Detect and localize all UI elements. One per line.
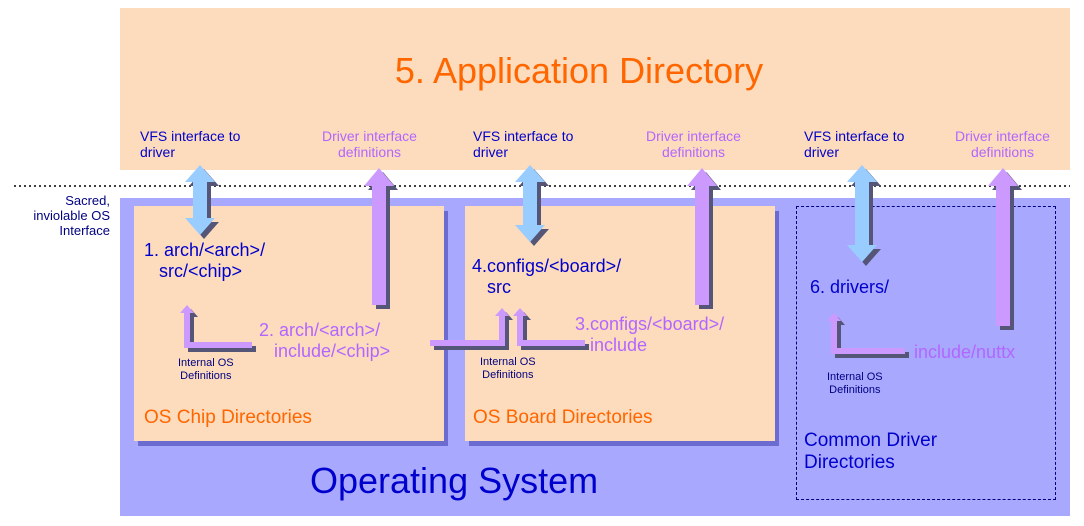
chip-include-label: 2. arch/<arch>/ include/<chip> [259, 320, 391, 361]
sacred-interface-label: Sacred, inviolable OS Interface [33, 193, 110, 238]
internal-arrow-board-right [513, 308, 585, 346]
vfs-arrow-board [515, 165, 545, 242]
vfs-arrow-chip [185, 165, 215, 235]
driver-interface-label: Driver interface definitions [955, 128, 1050, 161]
chip-internal-definitions-label: Internal OS Definitions [178, 357, 234, 383]
driver-directories-label: Common Driver Directories [804, 430, 938, 473]
board-directories-label: OS Board Directories [473, 407, 653, 428]
internal-arrow-drivers [827, 313, 905, 354]
internal-arrow-chip [180, 305, 252, 348]
board-directories-box [465, 206, 775, 441]
driver-interface-label: Driver interface definitions [646, 128, 741, 161]
drivers-internal-definitions-label: Internal OS Definitions [827, 371, 883, 397]
board-src-label: 4.configs/<board>/ src [472, 256, 622, 297]
application-directory-title: 5. Application Directory [394, 50, 764, 91]
driver-arrow-chip [364, 168, 394, 305]
driver-directories-box [796, 206, 1056, 500]
internal-arrow-board-left [430, 308, 509, 346]
operating-system-title: Operating System [310, 460, 599, 501]
driver-arrow-drivers [988, 168, 1018, 326]
drivers-src-label: 6. drivers/ [810, 277, 890, 297]
chip-src-label: 1. arch/<arch>/ src/<chip> [144, 240, 266, 281]
application-directory-band [120, 8, 1070, 170]
chip-directories-label: OS Chip Directories [144, 407, 312, 428]
driver-arrow-board [687, 168, 717, 305]
vfs-arrow-drivers [847, 165, 877, 262]
board-include-label: 3.configs/<board>/ include [575, 314, 725, 355]
vfs-interface-label: VFS interface to driver [804, 128, 905, 161]
vfs-interface-label: VFS interface to driver [473, 128, 574, 161]
drivers-include-label: include/nuttx [914, 342, 1016, 362]
board-internal-definitions-label: Internal OS Definitions [480, 356, 536, 382]
driver-interface-label: Driver interface definitions [322, 128, 417, 161]
vfs-interface-label: VFS interface to driver [140, 128, 241, 161]
